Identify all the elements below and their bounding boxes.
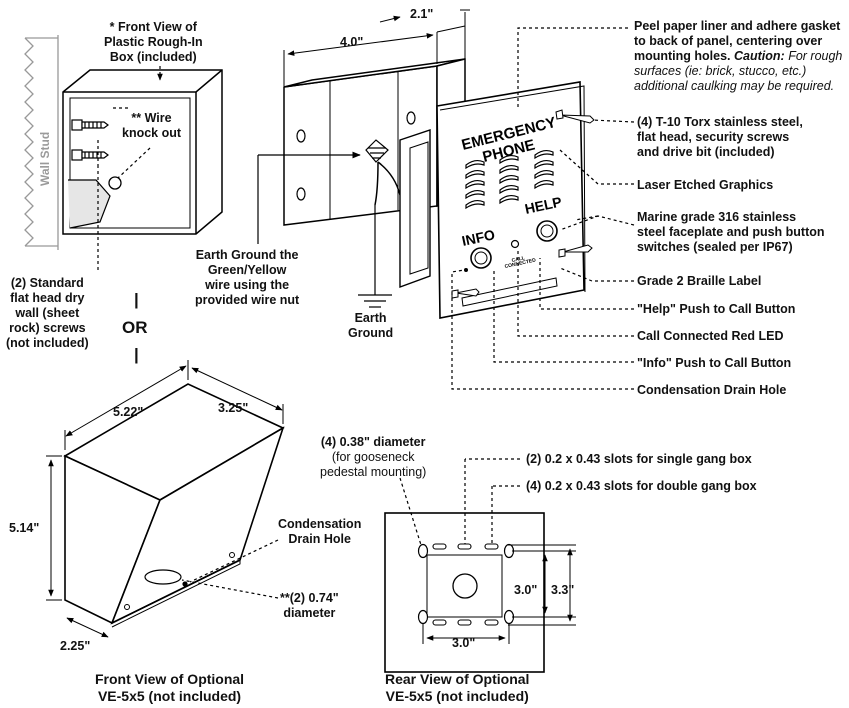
torx-screws	[451, 109, 595, 299]
drain-hole	[464, 268, 468, 272]
ve-rear-dims	[422, 544, 576, 644]
or-bar-bottom: |	[134, 345, 139, 364]
wall-stud-label: Wall Stud	[38, 131, 52, 186]
or-label: OR	[122, 318, 148, 337]
ve-front-leaders	[181, 539, 279, 599]
wire-knockout	[108, 176, 122, 190]
earth-note: Earth Ground the Green/Yellow wire using…	[195, 248, 300, 307]
drain-note: Condensation Drain Hole	[637, 383, 787, 397]
marine-note: Marine grade 316 stainless steel facepla…	[637, 210, 825, 254]
knockout-label: ** Wire knock out	[122, 111, 182, 140]
top-dims	[283, 9, 470, 86]
slots-double-label: (4) 0.2 x 0.43 slots for double gang box	[526, 479, 757, 493]
dim-30-horizontal: 3.0"	[452, 636, 476, 650]
dim-33: 3.3"	[551, 583, 575, 597]
call-connected-led	[510, 239, 520, 249]
ve-front-dims	[46, 360, 284, 638]
dim-top-width: 4.0"	[340, 35, 364, 49]
dim-top-depth: 2.1"	[410, 7, 434, 21]
help-button-note: "Help" Push to Call Button	[637, 302, 796, 316]
braille-note: Grade 2 Braille Label	[637, 274, 762, 288]
torx-note: (4) T-10 Torx stainless steel, flat head…	[637, 115, 803, 159]
help-button	[536, 220, 558, 242]
dim-522: 5.22"	[113, 405, 144, 419]
info-button	[470, 247, 492, 269]
ve-diameter-label: **(2) 0.74" diameter	[280, 591, 339, 620]
earth-leader	[257, 151, 392, 308]
led-note: Call Connected Red LED	[637, 329, 784, 343]
panel-help-text: HELP	[523, 194, 563, 217]
dim-30-vertical: 3.0"	[514, 583, 538, 597]
info-button-note: "Info" Push to Call Button	[637, 356, 792, 370]
ve-rear-leaders	[399, 458, 520, 546]
gasket	[399, 129, 431, 289]
rough-in-title: * Front View of Plastic Rough-In Box (in…	[104, 20, 203, 64]
rough-in-box	[62, 69, 223, 235]
dim-225: 2.25"	[60, 639, 91, 653]
or-bar-top: |	[134, 290, 139, 309]
panel-info-text: INFO	[460, 226, 496, 249]
wall-stud	[24, 35, 59, 250]
speaker-grille	[465, 149, 554, 210]
back-box	[283, 58, 466, 226]
callout-leaders	[451, 27, 635, 390]
front-view-caption: Front View of Optional VE-5x5 (not inclu…	[95, 671, 245, 704]
ve-drain-label: Condensation Drain Hole	[278, 517, 362, 546]
laser-note: Laser Etched Graphics	[637, 178, 774, 192]
wire-nut	[365, 139, 401, 206]
dim-325: 3.25"	[218, 401, 249, 415]
drywall-screws-label: (2) Standard flat head dry wall (sheet r…	[6, 276, 89, 350]
gasket-note: Peel paper liner and adhere gasket to ba…	[634, 19, 843, 93]
drywall-screws	[71, 119, 109, 161]
ve-front	[63, 383, 285, 628]
hole-038-label: (4) 0.38" diameter (for gooseneck pedest…	[320, 435, 427, 479]
earth-ground-label: Earth Ground	[348, 311, 394, 340]
dim-514: 5.14"	[9, 521, 40, 535]
braille-label	[461, 277, 558, 307]
slots-single-label: (2) 0.2 x 0.43 slots for single gang box	[526, 452, 752, 466]
rear-view-caption: Rear View of Optional VE-5x5 (not includ…	[385, 671, 530, 704]
